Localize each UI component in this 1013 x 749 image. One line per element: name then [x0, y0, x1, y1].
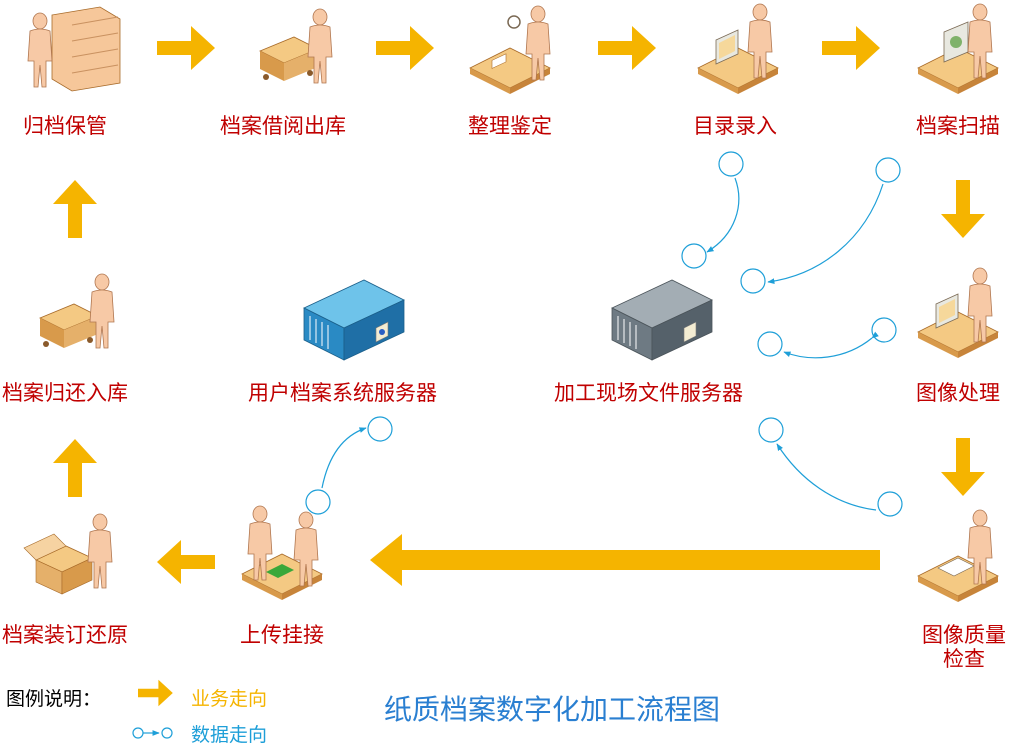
step-label-tuxiang-zhiliang-line2: 检查	[943, 647, 985, 671]
gray-server-icon	[611, 279, 713, 361]
blue-server-icon	[303, 279, 405, 361]
flow-arrow-7	[370, 534, 880, 586]
diagram-title: 纸质档案数字化加工流程图	[384, 693, 721, 726]
step-label-mulu-luru: 目录录入	[693, 114, 777, 138]
data-links	[305, 151, 903, 517]
magnifier-desk-person-icon	[469, 5, 551, 95]
cart-person-icon	[39, 273, 115, 349]
legend-data-flow-label: 数据走向	[191, 724, 268, 746]
box-person-icon	[23, 513, 113, 595]
legend-data-link-icon	[132, 727, 173, 739]
step-label-dangan-saomiao: 档案扫描	[916, 114, 1000, 138]
computer-desk-person-icon	[697, 3, 779, 95]
server-label-user-archive: 用户档案系统服务器	[248, 381, 437, 405]
document-check-person-icon	[917, 509, 999, 603]
scanner-desk-person-icon	[917, 3, 999, 95]
step-label-tuxiang-zhiliang: 图像质量 检查	[916, 623, 1012, 671]
step-label-jieyue-chuku: 档案借阅出库	[220, 114, 346, 138]
server-label-site-file: 加工现场文件服务器	[554, 381, 743, 405]
step-label-guidang-baoguan: 归档保管	[23, 114, 107, 138]
cart-person-icon	[259, 8, 333, 84]
computer-desk-person-icon	[917, 267, 999, 359]
step-label-tuxiang-chuli: 图像处理	[916, 381, 1000, 405]
step-label-shangchuan-guajie: 上传挂接	[240, 623, 324, 647]
handover-person-icon	[241, 505, 323, 601]
archive-shelf-person-icon	[27, 6, 121, 92]
step-label-zhengli-jianding: 整理鉴定	[468, 114, 552, 138]
legend-heading: 图例说明：	[6, 688, 102, 710]
legend-business-flow-label: 业务走向	[191, 688, 268, 710]
step-label-zhuangding-huanyuan: 档案装订还原	[2, 623, 128, 647]
step-label-tuxiang-zhiliang-line1: 图像质量	[922, 623, 1006, 647]
step-label-guihuan-ruku: 档案归还入库	[2, 381, 128, 405]
